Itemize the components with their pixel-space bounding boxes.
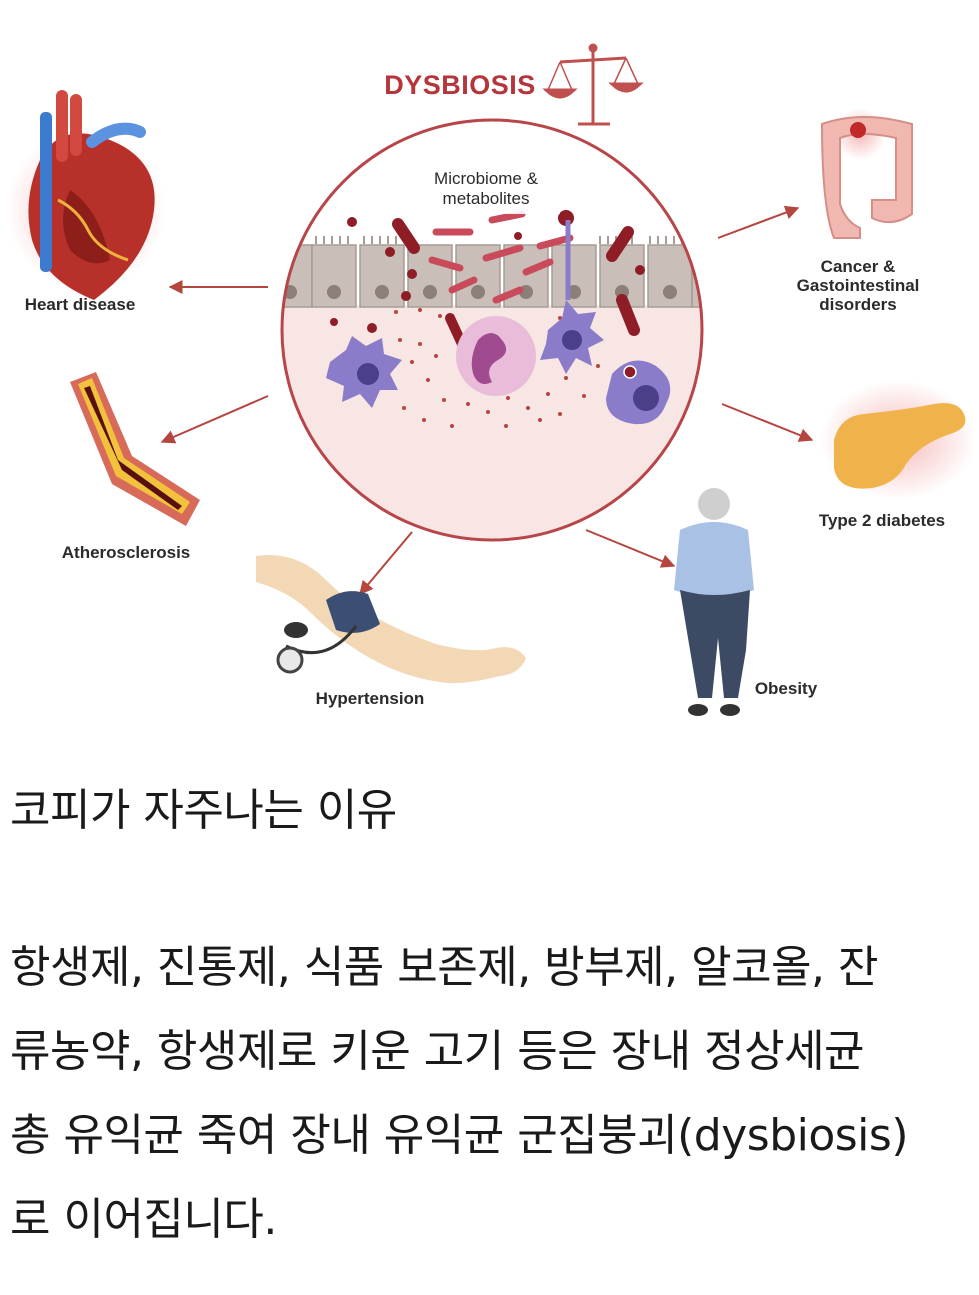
- label-type2-diabetes: Type 2 diabetes: [819, 511, 945, 530]
- article-line: 로 이어집니다.: [10, 1193, 277, 1245]
- arrow-to-hypertension: [359, 531, 413, 596]
- neutrophil-cell: [456, 316, 536, 396]
- label-obesity: Obesity: [755, 679, 818, 698]
- obese-person-icon: [674, 488, 754, 716]
- label-cancer-line3: disorders: [819, 295, 896, 314]
- center-label-line1: Microbiome &: [434, 169, 539, 188]
- macrophage-cell: [326, 336, 402, 408]
- label-heart-disease: Heart disease: [25, 295, 136, 314]
- article-body: 항생제, 진통제, 식품 보존제, 방부제, 알코올, 잔 류농약, 항생제로 …: [10, 926, 970, 1262]
- label-cancer-line2: Gastointestinal: [797, 276, 920, 295]
- dysbiosis-diagram: DYSBIOSIS: [6, 43, 976, 716]
- article-line: 류농약, 항생제로 키운 고기 등은 장내 정상세균: [10, 1025, 865, 1077]
- monocyte-cell: [606, 360, 671, 425]
- arrows: [160, 205, 814, 596]
- arrow-to-athero: [160, 395, 269, 444]
- label-hypertension: Hypertension: [316, 689, 425, 708]
- article-line: 항생제, 진통제, 식품 보존제, 방부제, 알코올, 잔: [10, 941, 879, 993]
- bacteria: [392, 210, 640, 349]
- pancreas-icon: [820, 380, 976, 500]
- colon-icon: [820, 108, 913, 239]
- article-line: 총 유익균 죽여 장내 유익균 군집붕괴(dysbiosis): [10, 1109, 909, 1161]
- article-text: 코피가 자주나는 이유 항생제, 진통제, 식품 보존제, 방부제, 알코올, …: [10, 785, 970, 1262]
- artery-icon: [70, 372, 200, 526]
- heart-icon: [6, 90, 166, 300]
- dendritic-cell: [540, 220, 604, 374]
- arrow-to-cancer: [717, 205, 800, 239]
- label-cancer-line1: Cancer &: [821, 257, 896, 276]
- center-label-line2: metabolites: [443, 189, 530, 208]
- arrow-to-obesity: [585, 529, 676, 568]
- blood-pressure-arm-icon: [256, 555, 526, 684]
- arrow-to-diabetes: [721, 403, 814, 442]
- balance-scale-icon: [542, 43, 644, 126]
- article-heading: 코피가 자주나는 이유: [10, 785, 397, 836]
- diagram-title: DYSBIOSIS: [384, 70, 536, 100]
- label-atherosclerosis: Atherosclerosis: [62, 543, 191, 562]
